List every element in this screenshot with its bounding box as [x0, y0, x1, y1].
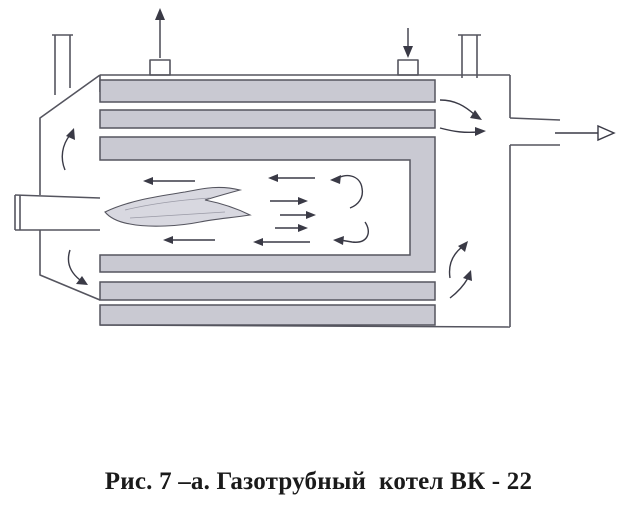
- furnace-arrow-top-left: [143, 177, 195, 185]
- furnace-arrow-bottom-left: [163, 236, 215, 244]
- burner-inlet: [14, 194, 101, 231]
- furnace-arrow-bottom-mid: [253, 238, 310, 246]
- figure-caption: Рис. 7 –а. Газотрубный котел ВК - 22: [104, 468, 533, 495]
- flame-icon: [104, 186, 252, 227]
- top-nozzle-right: [397, 28, 419, 76]
- furnace-arrow-right-1: [270, 197, 308, 205]
- furnace-arrow-right-2: [280, 211, 316, 219]
- fire-tube-lower-outer: [99, 304, 436, 326]
- rear-arrow-upper-1: [439, 99, 482, 120]
- right-vertical-pipe: [458, 34, 481, 78]
- rear-arrow-upper-2: [439, 127, 486, 136]
- fire-tube-upper-outer: [99, 79, 436, 103]
- furnace-arrow-top-mid: [268, 174, 315, 182]
- left-vertical-pipe: [52, 34, 73, 95]
- rear-arrow-lower-2: [449, 270, 472, 299]
- outlet-arrow-icon: [555, 124, 616, 142]
- furnace-turn-arrow-top: [330, 174, 364, 209]
- fire-tube-lower-inner: [99, 281, 436, 301]
- top-nozzle-left: [149, 8, 171, 76]
- rear-arrow-lower-1: [448, 241, 468, 279]
- fire-tube-upper-inner: [99, 109, 436, 129]
- front-chamber-arrow-down: [67, 249, 88, 285]
- furnace-arrow-right-3: [275, 224, 308, 232]
- furnace-turn-arrow-bottom: [333, 221, 369, 245]
- front-chamber-arrow-up: [61, 128, 75, 171]
- gas-outlet-pipe: [509, 117, 561, 146]
- furnace-wall: [99, 136, 436, 273]
